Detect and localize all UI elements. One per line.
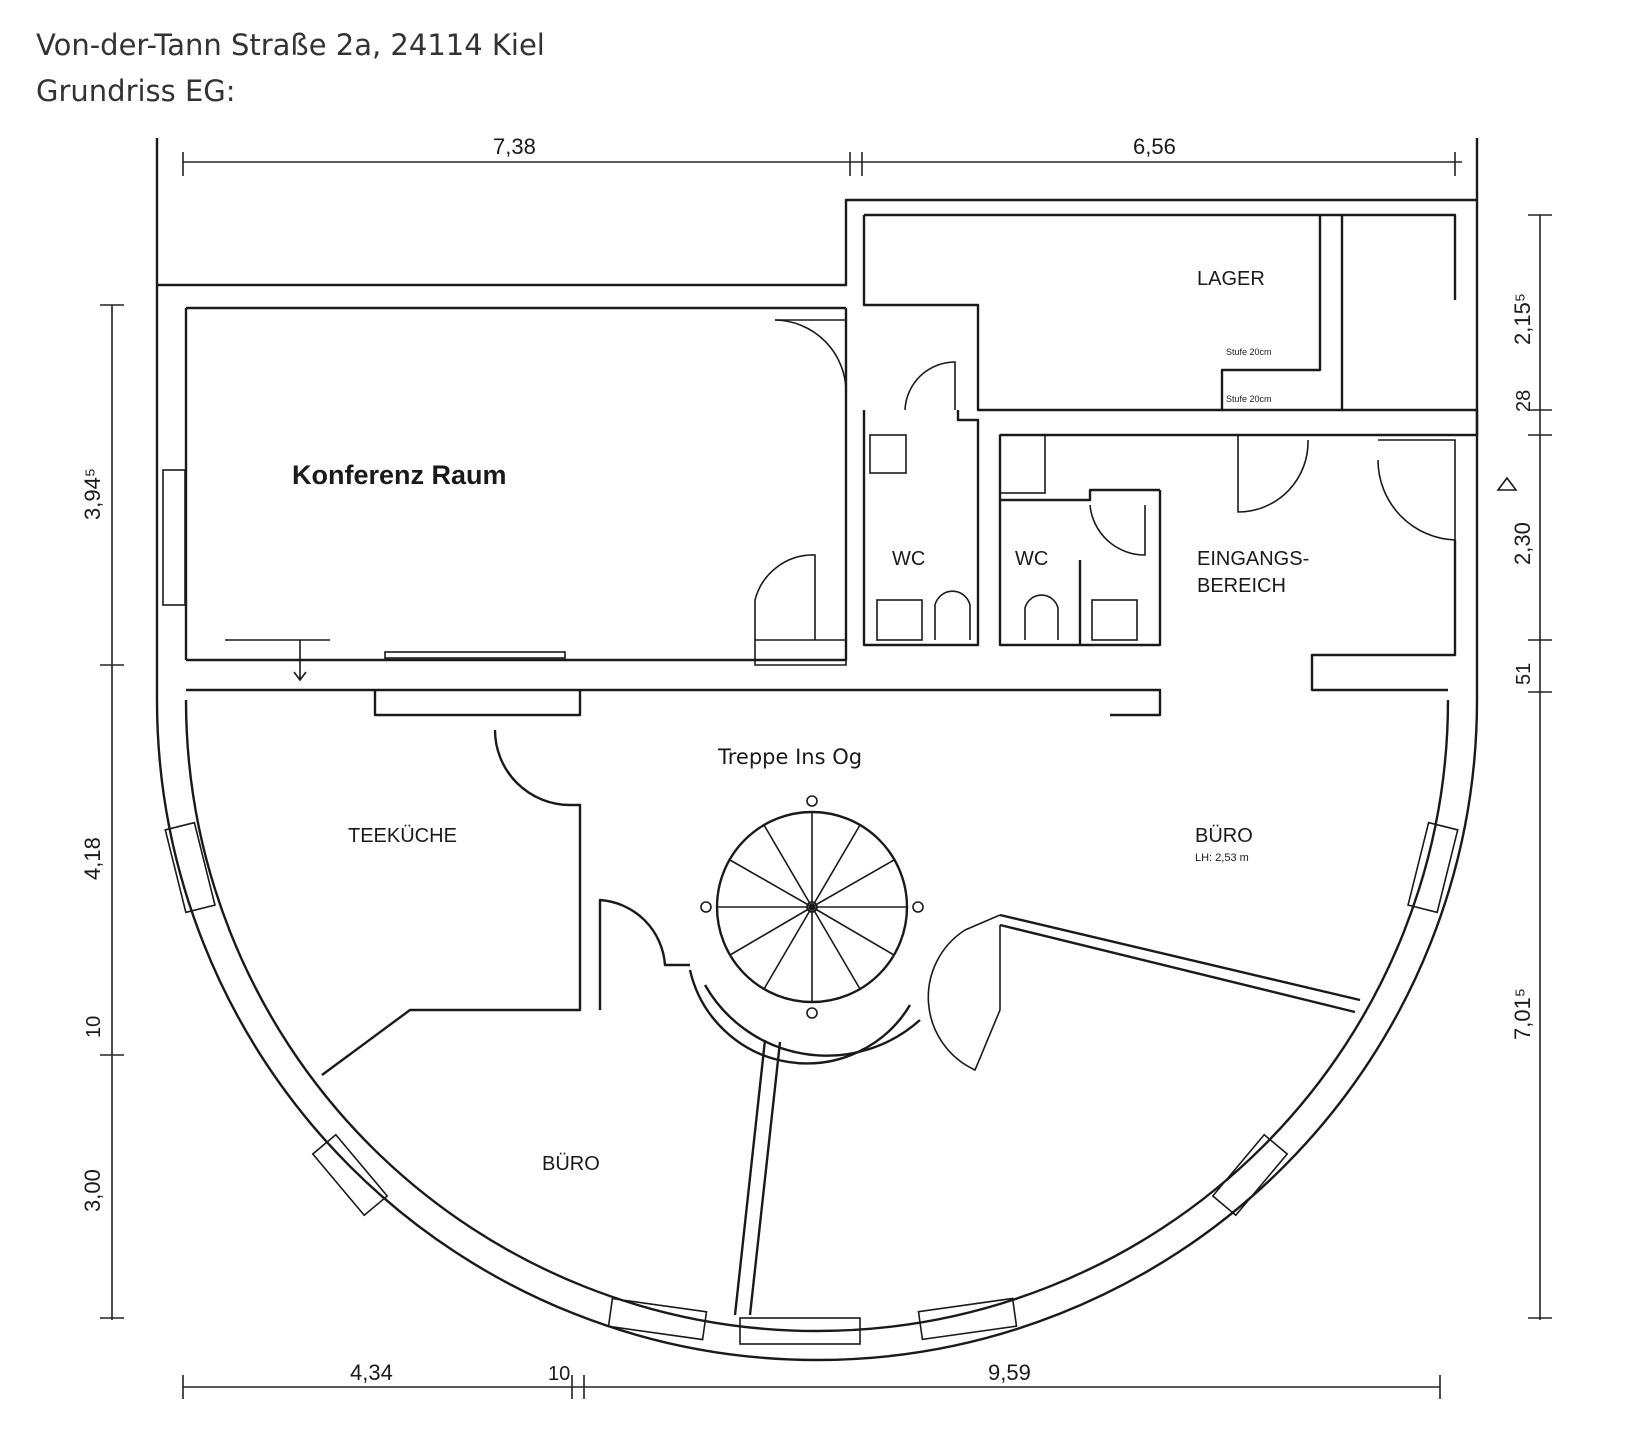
dim-right-bottom: 7,01⁵ [1510, 988, 1535, 1040]
dim-left-upper: 3,94⁵ [80, 468, 105, 520]
dim-right-small: 28 [1513, 390, 1535, 412]
window-marks [162, 469, 1459, 1345]
dim-right-lower-small: 51 [1513, 663, 1535, 685]
interior-walls [186, 213, 1479, 1316]
label-treppe: Treppe Ins Og [717, 745, 862, 769]
dim-left-middle: 4,18 [80, 837, 105, 880]
label-eingang-line1: EINGANGS- [1197, 548, 1309, 570]
dimension-labels: 7,38 6,56 3,94⁵ 4,18 10 3,00 2,15⁵ 28 2,… [80, 134, 1535, 1385]
label-wc-2: WC [1015, 548, 1048, 570]
dim-right-middle: 2,30 [1510, 522, 1535, 565]
plan-subtitle: Grundriss EG: [36, 74, 236, 108]
page-header: Von-der-Tann Straße 2a, 24114 Kiel Grund… [36, 22, 545, 114]
dim-top-right: 6,56 [1133, 134, 1176, 159]
outer-walls [155, 138, 1479, 1362]
sanitary-fixtures [869, 434, 1138, 641]
label-buero-right: BÜRO [1195, 825, 1253, 847]
dim-bottom-right: 9,59 [988, 1360, 1031, 1385]
dim-left-small: 10 [83, 1016, 105, 1038]
label-stufe-2: Stufe 20cm [1226, 394, 1272, 404]
label-lager: LAGER [1197, 268, 1265, 290]
address-text: Von-der-Tann Straße 2a, 24114 Kiel [36, 28, 545, 62]
label-stufe-1: Stufe 20cm [1226, 347, 1272, 357]
dim-left-lower: 3,00 [80, 1169, 105, 1212]
label-buero-right-note: LH: 2,53 m [1195, 852, 1249, 864]
spiral-staircase [700, 795, 924, 1019]
dim-top-left: 7,38 [493, 134, 536, 159]
room-labels: Konferenz Raum LAGER Stufe 20cm Stufe 20… [292, 268, 1309, 1175]
label-konferenz-raum: Konferenz Raum [292, 460, 507, 490]
label-buero-bottom: BÜRO [542, 1153, 600, 1175]
dim-bottom-left: 4,34 [350, 1360, 393, 1385]
label-teekueche: TEEKÜCHE [348, 825, 457, 847]
dim-right-top: 2,15⁵ [1510, 293, 1535, 345]
label-wc-1: WC [892, 548, 925, 570]
dim-bottom-small: 10 [548, 1363, 570, 1385]
label-eingang-line2: BEREICH [1197, 575, 1286, 597]
dimension-lines [100, 152, 1552, 1399]
